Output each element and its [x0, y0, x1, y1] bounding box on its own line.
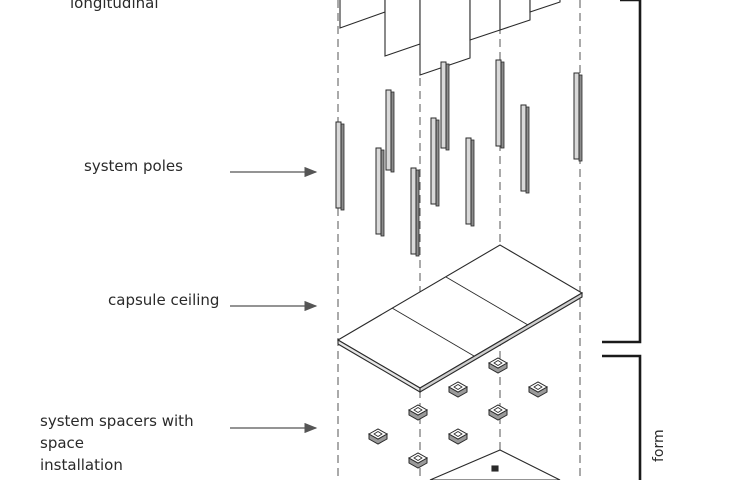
- system-pole: [520, 104, 530, 194]
- label-side-form: form: [651, 429, 667, 462]
- floor-slab: [429, 449, 561, 480]
- system-spacers-group: [367, 357, 549, 469]
- system-spacer: [407, 404, 429, 421]
- label-capsule-ceiling: capsule ceiling: [108, 291, 220, 309]
- system-spacer: [447, 381, 469, 398]
- system-pole: [440, 61, 450, 151]
- system-spacer: [407, 452, 429, 469]
- label-system-poles: system poles: [84, 157, 183, 175]
- system-pole: [430, 117, 440, 207]
- label-longitudinal: longitudinal: [70, 0, 159, 12]
- label-system-spacers: system spacers with space installation: [40, 410, 194, 476]
- system-pole: [335, 121, 345, 211]
- system-pole: [573, 72, 583, 162]
- label-spacers-line1: system spacers with: [40, 412, 194, 430]
- annotation-arrows: [230, 166, 318, 434]
- system-spacer: [367, 428, 389, 445]
- system-pole: [375, 147, 385, 237]
- system-poles-group: [335, 59, 583, 257]
- system-pole: [495, 59, 505, 149]
- longitudinal-panels: [339, 0, 561, 76]
- section-brackets: [602, 0, 642, 480]
- system-pole: [465, 137, 475, 227]
- system-spacer: [487, 404, 509, 421]
- dashed-guide-lines: [337, 0, 581, 480]
- system-pole: [385, 89, 395, 173]
- system-spacer: [487, 357, 509, 374]
- label-spacers-line2: space: [40, 434, 85, 452]
- capsule-ceiling: [336, 244, 584, 393]
- system-spacer: [447, 428, 469, 445]
- system-spacer: [527, 381, 549, 398]
- label-spacers-line3: installation: [40, 456, 123, 474]
- system-pole: [410, 167, 420, 257]
